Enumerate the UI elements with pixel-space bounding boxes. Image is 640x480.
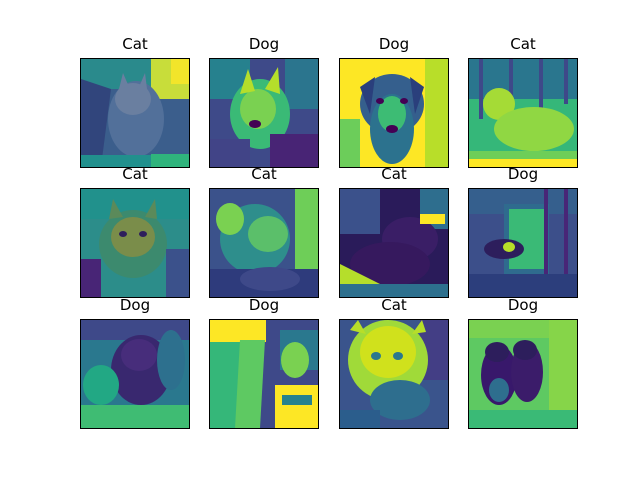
panel-7: Cat [339, 165, 449, 298]
panel-title: Dog [248, 296, 280, 314]
panel-title: Dog [119, 296, 151, 314]
panel-11: Cat [339, 296, 449, 429]
panel-title: Dog [248, 35, 280, 53]
panel-12: Dog [468, 296, 578, 429]
panel-1: Cat [80, 35, 190, 168]
pet-image [468, 58, 578, 168]
pet-image [339, 319, 449, 429]
panel-9: Dog [80, 296, 190, 429]
pet-image [209, 58, 319, 168]
panel-title: Cat [381, 296, 407, 314]
panel-title: Dog [507, 296, 539, 314]
pet-image [468, 319, 578, 429]
panel-title: Cat [122, 35, 148, 53]
panel-title: Cat [381, 165, 407, 183]
pet-image [339, 188, 449, 298]
panel-4: Cat [468, 35, 578, 168]
panel-title: Cat [510, 35, 536, 53]
pet-image [209, 188, 319, 298]
panel-5: Cat [80, 165, 190, 298]
pet-image [468, 188, 578, 298]
panel-title: Dog [507, 165, 539, 183]
pet-image [209, 319, 319, 429]
panel-8: Dog [468, 165, 578, 298]
panel-6: Cat [209, 165, 319, 298]
panel-title: Cat [251, 165, 277, 183]
pet-image [80, 58, 190, 168]
pet-image [339, 58, 449, 168]
pet-image [80, 188, 190, 298]
panel-title: Dog [378, 35, 410, 53]
pet-image [80, 319, 190, 429]
panel-10: Dog [209, 296, 319, 429]
panel-title: Cat [122, 165, 148, 183]
panel-3: Dog [339, 35, 449, 168]
panel-2: Dog [209, 35, 319, 168]
